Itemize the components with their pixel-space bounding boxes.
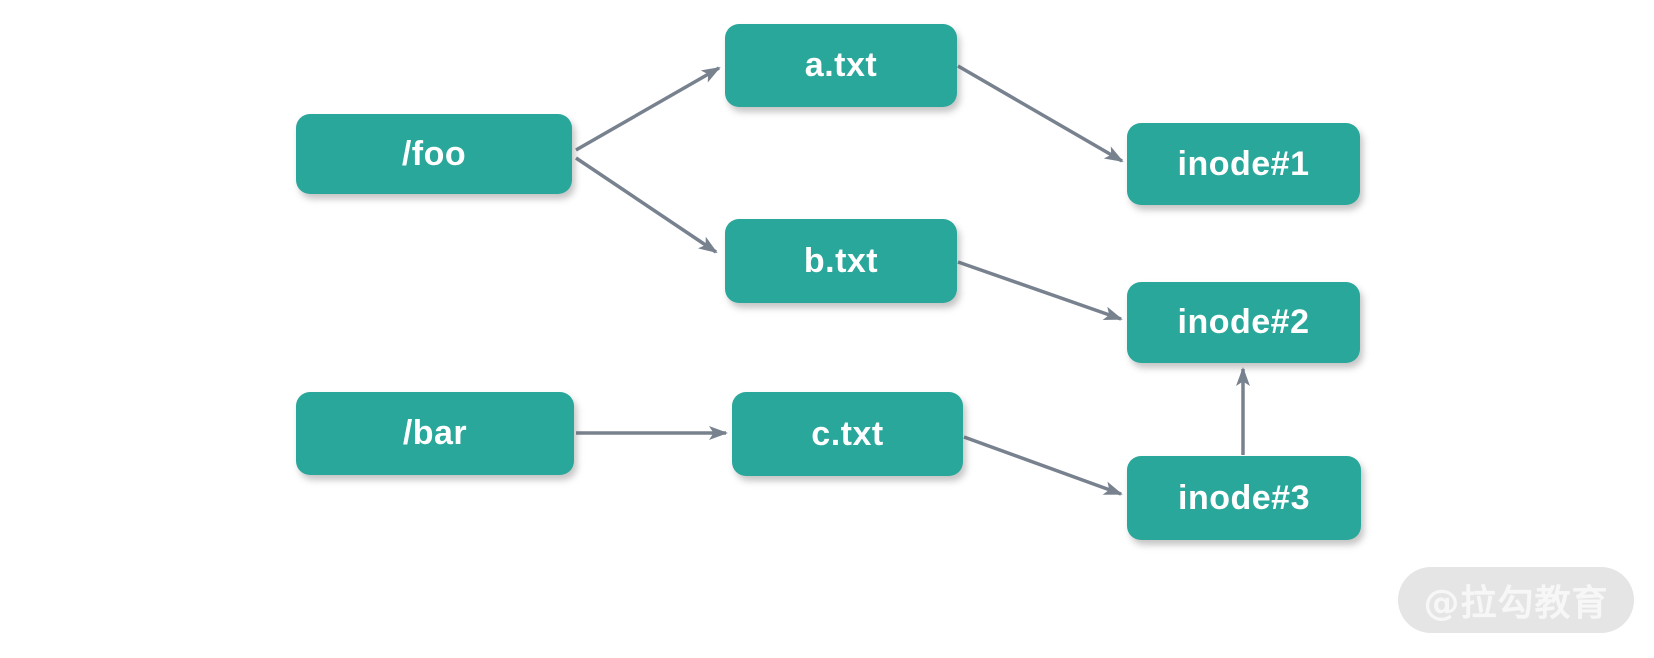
node-label: inode#1 bbox=[1177, 144, 1310, 183]
node-inode3: inode#3 bbox=[1127, 456, 1361, 540]
edge-foo-to-a-txt bbox=[575, 66, 721, 152]
node-inode1: inode#1 bbox=[1127, 123, 1360, 205]
node-file-b-txt: b.txt bbox=[725, 219, 957, 303]
edge-a-txt-to-inode1 bbox=[957, 64, 1124, 163]
node-label: /bar bbox=[402, 414, 468, 452]
node-label: inode#3 bbox=[1178, 478, 1310, 517]
edge-foo-to-b-txt bbox=[575, 156, 718, 254]
edge-c-txt-to-inode3 bbox=[963, 435, 1123, 496]
node-directory-foo: /foo bbox=[296, 114, 572, 194]
node-directory-bar: /bar bbox=[296, 392, 574, 475]
node-label: a.txt bbox=[804, 46, 878, 84]
node-file-c-txt: c.txt bbox=[732, 392, 963, 476]
node-label: b.txt bbox=[803, 241, 879, 280]
node-label: inode#2 bbox=[1177, 303, 1310, 341]
node-label: c.txt bbox=[811, 414, 884, 453]
node-label: /foo bbox=[401, 134, 467, 173]
watermark-badge: @拉勾教育 bbox=[1398, 567, 1634, 633]
node-inode2: inode#2 bbox=[1127, 282, 1360, 363]
edge-b-txt-to-inode2 bbox=[957, 260, 1123, 321]
watermark-label: @拉勾教育 bbox=[1423, 583, 1609, 624]
node-file-a-txt: a.txt bbox=[725, 24, 957, 107]
